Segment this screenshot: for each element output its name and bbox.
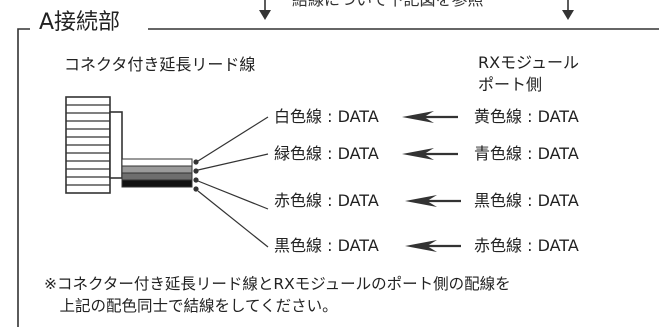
section-title: A接続部 (33, 12, 127, 34)
left-label-red-wire: 赤色線 : DATA (274, 191, 379, 210)
section-frame (17, 28, 659, 327)
leader-lines (197, 116, 269, 248)
left-label-green-wire: 緑色線 : DATA (274, 144, 379, 163)
left-label-black-wire: 黒色線 : DATA (274, 236, 379, 255)
lead-wires (121, 158, 193, 188)
right-label-red-wire: 赤色線 : DATA (474, 236, 579, 255)
right-label-black-wire: 黒色線 : DATA (474, 191, 579, 210)
top-arrow-left (259, 0, 271, 20)
right-label-blue-wire: 青色線 : DATA (474, 144, 579, 163)
top-arrow-right (562, 0, 574, 20)
extension-lead-caption: コネクタ付き延長リード線 (64, 55, 256, 74)
connector-icon (65, 96, 123, 194)
row-arrows (402, 111, 461, 252)
left-label-white-wire: 白色線 : DATA (274, 107, 379, 126)
right-label-yellow-wire: 黄色線 : DATA (474, 107, 579, 126)
wiring-note: ※コネクター付き延長リード線とRXモジュールのポート側の配線を 上記の配色同士で… (44, 275, 511, 315)
top-note: 結線について下記図を参照 (292, 0, 484, 8)
wire-end-dots (193, 159, 199, 192)
rx-module-port-caption: RXモジュール ポート側 (478, 53, 579, 94)
